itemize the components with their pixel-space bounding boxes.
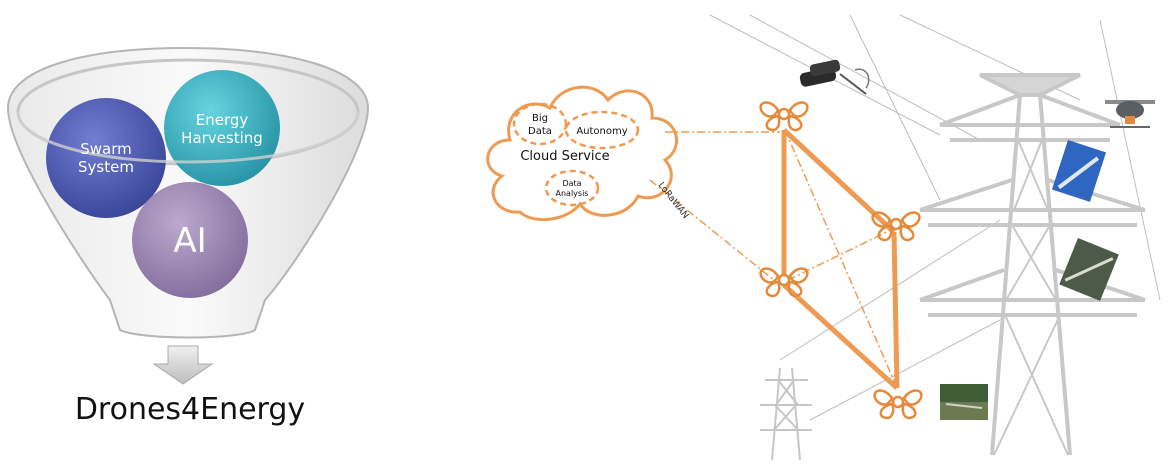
cloud-icon <box>486 85 678 222</box>
big-data-label-1: Big <box>532 113 548 124</box>
big-data-label-2: Data <box>528 126 552 137</box>
swarm-system-circle <box>46 98 166 218</box>
autonomy-label: Autonomy <box>576 126 627 137</box>
drone-icon <box>871 211 921 242</box>
funnel-panel: Swarm System Energy Harvesting AI Drones… <box>0 0 380 470</box>
swarm-system-label-2: System <box>78 158 134 176</box>
data-analysis-bubble <box>544 169 600 207</box>
down-arrow-icon <box>152 345 214 385</box>
energy-harvesting-label-2: Harvesting <box>181 129 263 147</box>
funnel-diagram: Swarm System Energy Harvesting AI <box>6 46 370 385</box>
big-data-bubble <box>512 102 568 146</box>
drone-icon <box>759 101 809 132</box>
drones4energy-title: Drones4Energy <box>74 392 306 427</box>
energy-harvesting-label-1: Energy <box>196 111 249 129</box>
energy-harvesting-circle <box>164 70 280 186</box>
swarm-system-label-1: Swarm <box>80 140 132 158</box>
power-line-photo <box>1059 238 1119 301</box>
funnel-rim-front <box>16 111 360 164</box>
network-diagram: Big Data Autonomy Cloud Service Data Ana… <box>486 14 1161 461</box>
transmission-tower-small <box>760 367 812 461</box>
power-lines <box>709 14 1161 421</box>
line-clamp-device-image <box>799 59 870 95</box>
ai-circle <box>132 182 248 298</box>
ai-label: AI <box>173 221 206 261</box>
network-panel: Big Data Autonomy Cloud Service Data Ana… <box>380 0 1170 470</box>
cloud-service: Big Data Autonomy Cloud Service Data Ana… <box>486 85 678 222</box>
cloud-service-title: Cloud Service <box>520 149 609 164</box>
field-inspection-photo <box>940 384 988 420</box>
inspection-drone-image <box>1105 100 1155 128</box>
data-analysis-label-1: Data <box>562 179 581 188</box>
swarm-formation <box>781 128 900 390</box>
data-analysis-label-2: Analysis <box>556 189 589 198</box>
lorawan-label: LoRaWAN <box>656 181 690 221</box>
autonomy-bubble <box>564 110 640 150</box>
transmission-tower-large <box>919 73 1146 456</box>
insulator-photo <box>1051 140 1107 202</box>
communication-links <box>649 129 899 391</box>
drone-icon <box>759 267 809 298</box>
drone-icon <box>873 389 923 420</box>
